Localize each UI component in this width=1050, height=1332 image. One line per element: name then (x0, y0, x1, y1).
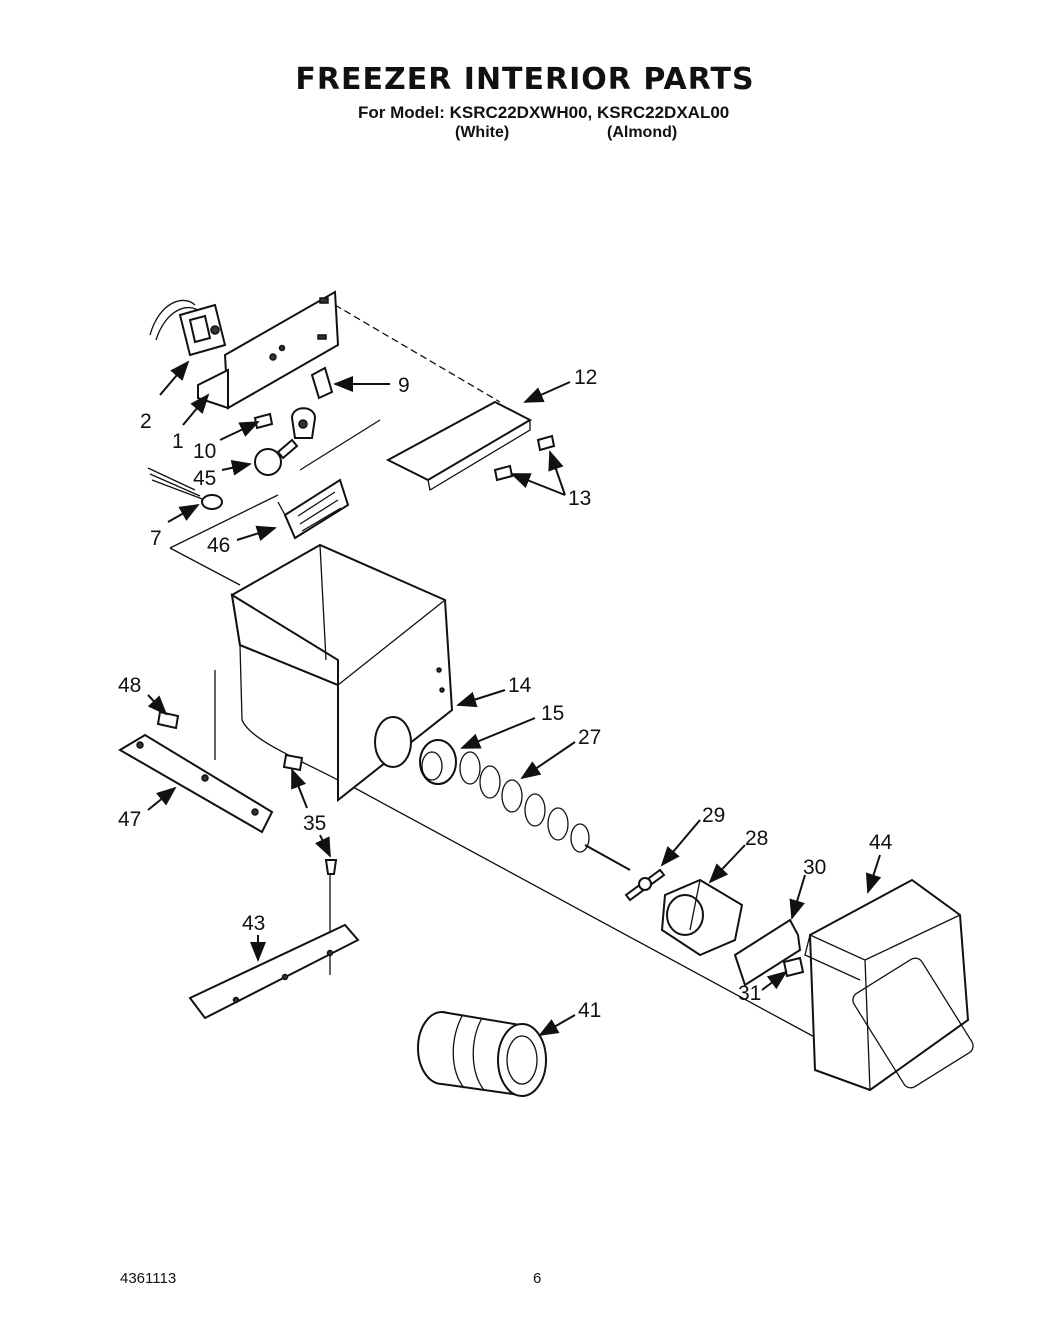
callout-7: 7 (150, 527, 162, 550)
assembly-guide-lines (169, 304, 821, 1041)
callout-1: 1 (172, 430, 184, 453)
part-43-bottom-rail (188, 923, 360, 1020)
part-41-drum (417, 1011, 547, 1097)
callout-31: 31 (738, 982, 761, 1005)
part-31-nut (782, 956, 805, 978)
part-30-bracket (733, 918, 802, 987)
callout-2: 2 (140, 410, 152, 433)
part-27-auger-spring (459, 751, 631, 871)
color-almond-label: (Almond) (607, 124, 678, 141)
callout-15: 15 (541, 702, 564, 725)
callout-28: 28 (745, 827, 768, 850)
part-9-clip (310, 366, 334, 400)
part-2-motor (149, 299, 227, 357)
part-45-bulb (254, 438, 299, 476)
part-46-lamp-cover (277, 478, 350, 540)
callout-27: 27 (578, 726, 601, 749)
callout-41: 41 (578, 999, 601, 1022)
callout-46: 46 (207, 534, 230, 557)
lamp-socket (290, 407, 317, 439)
callout-35: 35 (303, 812, 326, 835)
callout-47: 47 (118, 808, 141, 831)
callout-29: 29 (702, 804, 725, 827)
part-29-coupler (624, 868, 666, 902)
callout-14: 14 (508, 674, 532, 697)
callout-30: 30 (803, 856, 826, 879)
page-title: FREEZER INTERIOR PARTS (295, 62, 755, 97)
color-white-label: (White) (455, 124, 510, 141)
part-10-screw (253, 412, 274, 430)
part-44-dispenser-front (804, 878, 974, 1092)
document-number: 4361113 (120, 1270, 177, 1287)
callout-9: 9 (398, 374, 410, 397)
part-28-crusher (660, 878, 744, 957)
callout-48: 48 (118, 674, 141, 697)
page-number: 6 (533, 1270, 542, 1287)
callout-10: 10 (193, 440, 216, 463)
part-13-screws (493, 434, 556, 482)
callout-12: 12 (574, 366, 597, 389)
part-12-cover-plate (385, 400, 533, 492)
part-15-bearing (419, 739, 457, 785)
callout-43: 43 (242, 912, 265, 935)
part-35-screws (282, 753, 338, 875)
part-14-ice-bin (230, 543, 454, 803)
part-48-screw (156, 710, 180, 730)
callout-13: 13 (568, 487, 591, 510)
part-7-harness (147, 467, 223, 510)
callout-45: 45 (193, 467, 216, 490)
callout-labels: 2 1 9 10 45 7 46 12 13 14 15 27 29 28 30… (118, 366, 893, 1022)
part-47-slide-rail (118, 733, 274, 834)
part-1-bracket (197, 290, 340, 410)
callout-44: 44 (869, 831, 893, 854)
callout-leaders (147, 360, 882, 1036)
model-line: For Model: KSRC22DXWH00, KSRC22DXAL00 (358, 103, 730, 122)
